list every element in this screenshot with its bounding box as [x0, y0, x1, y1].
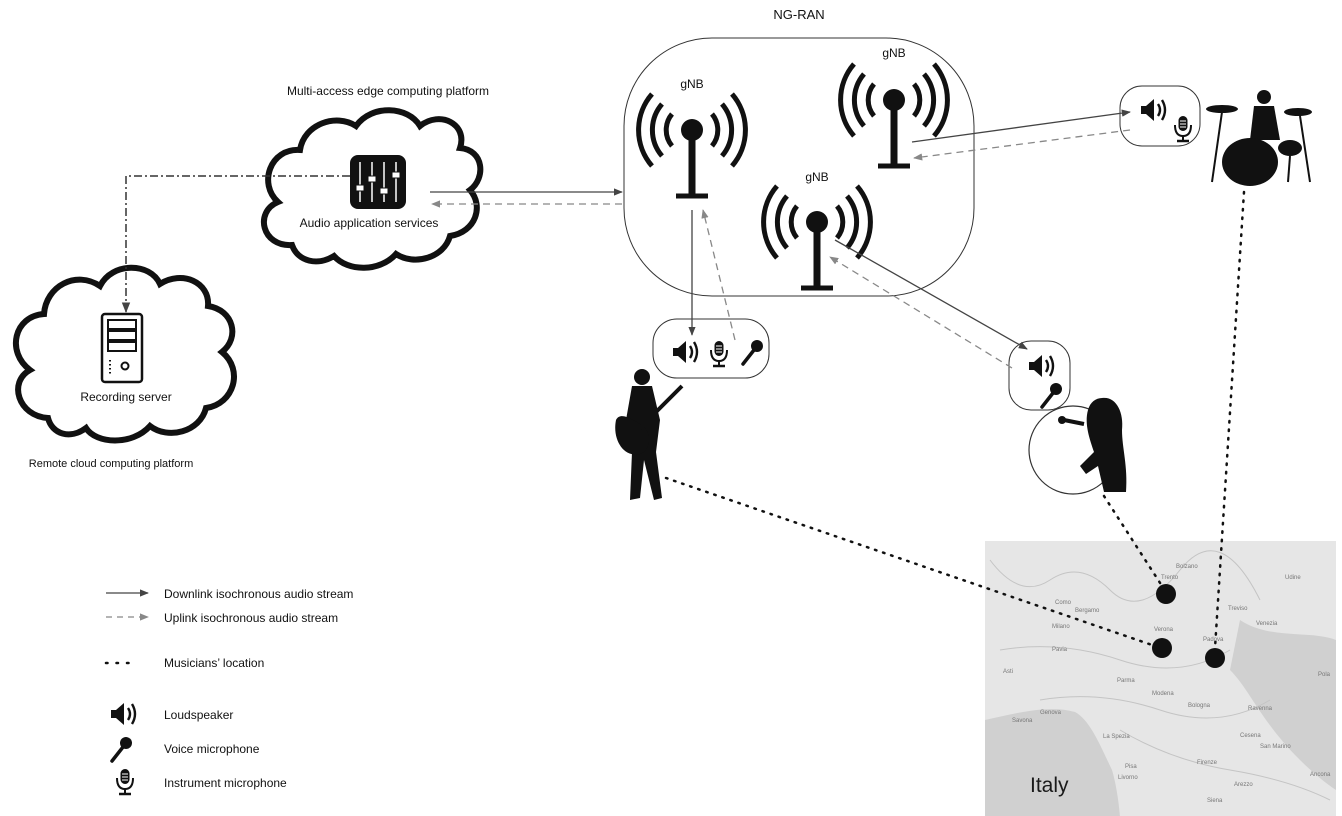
- gnb-antenna-left: [639, 94, 746, 196]
- mixer-sliders-icon: [350, 155, 406, 209]
- drummer-silhouette: [1206, 90, 1312, 186]
- drummer-device-box: [1119, 85, 1201, 147]
- singer-silhouette: [1028, 397, 1127, 495]
- loudspeaker-icon: [109, 701, 137, 727]
- recording-server-label: Recording server: [80, 390, 172, 404]
- voice-microphone-icon: [110, 735, 134, 763]
- loudspeaker-icon: [671, 339, 699, 365]
- voice-microphone-icon: [741, 338, 765, 366]
- instrument-microphone-icon: [115, 767, 135, 796]
- location-marker-verona: [1152, 638, 1172, 658]
- instrument-microphone-icon: [709, 339, 729, 368]
- ngran-region: [623, 37, 975, 297]
- map-place: Modena: [1152, 691, 1174, 697]
- map-place: Trento: [1161, 575, 1179, 581]
- map-place: Pavia: [1052, 647, 1068, 653]
- location-marker-padova: [1205, 648, 1225, 668]
- map-place: Siena: [1207, 798, 1223, 804]
- voice-microphone-icon: [1040, 381, 1064, 409]
- map-place: Verona: [1154, 627, 1174, 633]
- singer-device-box: [1008, 340, 1071, 411]
- legend-label-voice-mic: Voice microphone: [164, 742, 260, 756]
- loudspeaker-icon: [1139, 97, 1167, 123]
- legend-label-uplink: Uplink isochronous audio stream: [164, 611, 339, 625]
- uplink-arrow-guitarist: [701, 209, 736, 341]
- legend-label-downlink: Downlink isochronous audio stream: [164, 587, 354, 601]
- map-place: Genova: [1040, 710, 1062, 716]
- gnb-label-left: gNB: [680, 77, 704, 91]
- map-place: Milano: [1052, 624, 1070, 630]
- gnb-antenna-top-right: [841, 64, 948, 166]
- map-place: Ancona: [1310, 772, 1331, 778]
- legend-label-loudspeaker: Loudspeaker: [164, 708, 234, 722]
- instrument-microphone-icon: [1173, 114, 1193, 143]
- map-place: Arezzo: [1234, 782, 1253, 788]
- gnb-label-top-right: gNB: [882, 46, 906, 60]
- map-place: Cesena: [1240, 733, 1261, 739]
- map-title: Italy: [1030, 774, 1069, 797]
- location-line-drummer: [1213, 190, 1246, 650]
- map-place: San Marino: [1260, 744, 1291, 750]
- audio-services-label: Audio application services: [299, 216, 439, 230]
- map-place: Asti: [1003, 669, 1014, 675]
- guitarist-device-box: [652, 318, 770, 379]
- map-place: La Spezia: [1103, 734, 1130, 740]
- uplink-arrow-singer: [829, 256, 1013, 369]
- map-place: Como: [1055, 600, 1072, 606]
- map-place: Treviso: [1228, 606, 1248, 612]
- map-place: Livorno: [1118, 775, 1138, 781]
- ngran-title: NG-RAN: [773, 7, 825, 22]
- loudspeaker-icon: [1027, 353, 1055, 379]
- downlink-arrow-drummer: [911, 109, 1131, 143]
- location-line-guitarist: [664, 476, 1154, 647]
- location-line-singer: [1102, 494, 1164, 588]
- gnb-antenna-center: [764, 186, 871, 288]
- edge-to-cloud-link: [121, 175, 350, 314]
- map-place: Bergamo: [1075, 608, 1100, 614]
- map-place: Pisa: [1125, 764, 1137, 770]
- location-marker-trento: [1156, 584, 1176, 604]
- map-place: Udine: [1285, 575, 1301, 581]
- gnb-label-center: gNB: [805, 170, 829, 184]
- map-place: Padova: [1203, 637, 1224, 643]
- map-place: Venezia: [1256, 621, 1278, 627]
- server-tower-icon: [100, 312, 144, 384]
- map-place: Ravenna: [1248, 706, 1273, 712]
- map-place: Parma: [1117, 678, 1135, 684]
- map-place: Savona: [1012, 718, 1033, 724]
- guitarist-silhouette: [615, 369, 684, 500]
- map-place: Pola: [1318, 672, 1331, 678]
- map-place: Bologna: [1188, 703, 1211, 709]
- map-place: Firenze: [1197, 760, 1218, 766]
- legend-label-location: Musicians’ location: [164, 656, 265, 670]
- map-place: Bolzano: [1176, 564, 1198, 570]
- downlink-arrow-singer: [834, 239, 1028, 350]
- legend-label-instrument-mic: Instrument microphone: [164, 776, 287, 790]
- mec-title: Multi-access edge computing platform: [286, 84, 490, 98]
- cloud-title: Remote cloud computing platform: [28, 458, 194, 470]
- italy-map: [985, 541, 1336, 816]
- uplink-arrow-drummer: [913, 129, 1131, 161]
